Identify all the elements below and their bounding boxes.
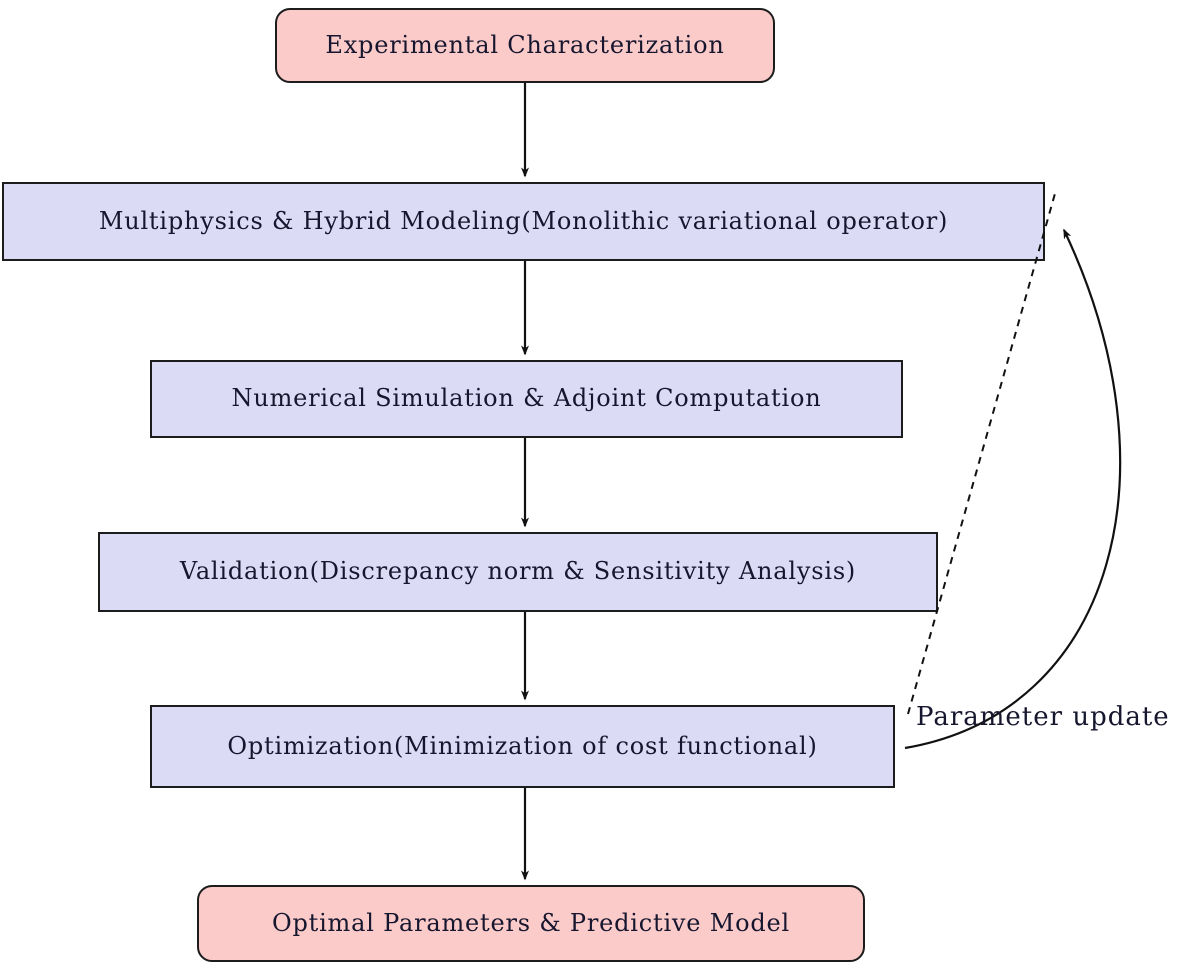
edge-label-parameter-update: Parameter update (916, 702, 1170, 732)
node-label: Multiphysics & Hybrid Modeling(Monolithi… (98, 206, 949, 235)
node-validation: Validation(Discrepancy norm & Sensitivit… (98, 532, 938, 612)
node-label: Experimental Characterization (325, 30, 725, 59)
node-optimization: Optimization(Minimization of cost functi… (150, 705, 895, 788)
node-label: Optimization(Minimization of cost functi… (227, 731, 818, 760)
dashed-feedback-line (907, 189, 1057, 715)
node-optimal-parameters-predictive-model: Optimal Parameters & Predictive Model (197, 885, 865, 962)
arrow-parameter-update-curve (904, 228, 1122, 750)
node-experimental-characterization: Experimental Characterization (275, 8, 775, 83)
node-label: Numerical Simulation & Adjoint Computati… (231, 384, 822, 413)
node-numerical-simulation-adjoint: Numerical Simulation & Adjoint Computati… (150, 360, 903, 438)
node-multiphysics-hybrid-modeling: Multiphysics & Hybrid Modeling(Monolithi… (2, 182, 1045, 261)
node-label: Optimal Parameters & Predictive Model (272, 908, 790, 937)
node-label: Validation(Discrepancy norm & Sensitivit… (179, 557, 857, 586)
